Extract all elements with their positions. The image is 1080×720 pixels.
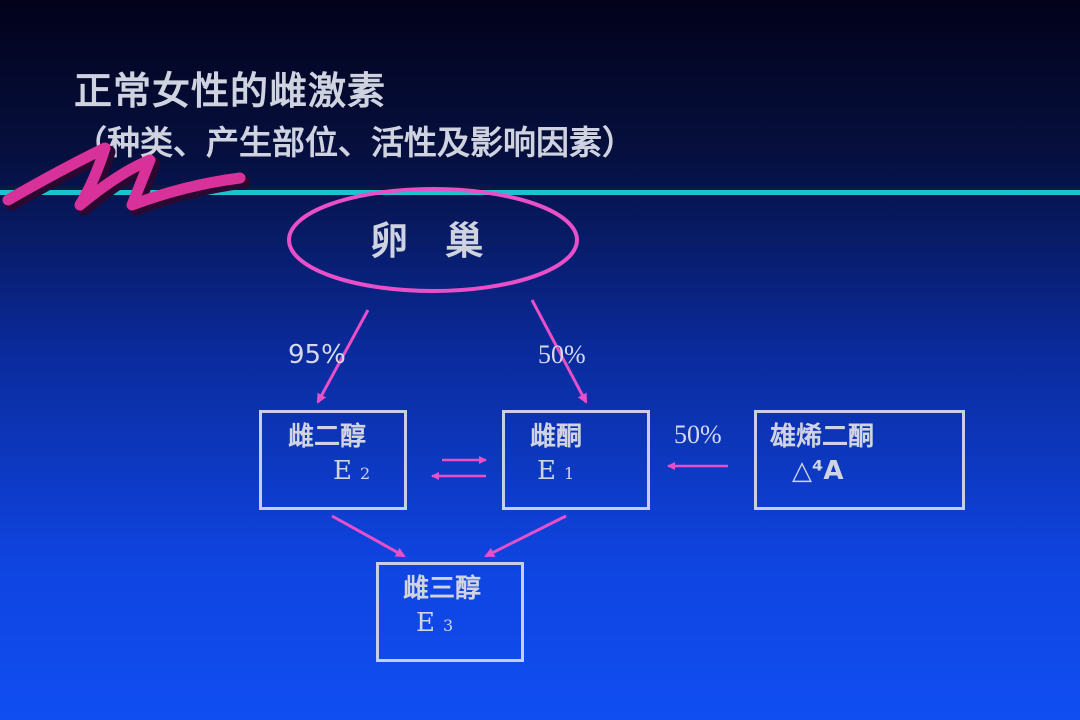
estrone-name: 雌酮	[530, 422, 583, 452]
node-androstenedione	[754, 410, 965, 510]
pct-a4-to-e1: 50%	[674, 420, 722, 449]
header-rule	[0, 190, 1080, 195]
pct-ovary-to-e1: 50%	[538, 340, 586, 369]
pct-ovary-to-e2: 95%	[288, 340, 346, 370]
arrow-ovary-to-e2	[316, 309, 370, 404]
node-estriol	[376, 562, 524, 662]
ovary-ellipse	[287, 187, 579, 293]
estriol-name: 雌三醇	[403, 574, 482, 604]
estradiol-name: 雌二醇	[288, 422, 367, 452]
squiggle-decoration	[2, 142, 251, 216]
node-estrone	[502, 410, 650, 510]
slide-title: 正常女性的雌激素	[74, 69, 387, 113]
arrow-e2-to-e3	[331, 514, 406, 558]
slide-subtitle: （种类、产生部位、活性及影响因素）	[74, 123, 635, 162]
arrow-ovary-to-e1	[530, 299, 588, 404]
node-estradiol	[259, 410, 407, 510]
rule-shadow	[0, 186, 1080, 189]
androstenedione-symbol: △⁴A	[792, 456, 844, 486]
androstenedione-name: 雄烯二酮	[770, 422, 875, 452]
arrow-e1-to-e3	[484, 514, 567, 558]
ovary-label: 卵 巢	[370, 219, 496, 263]
